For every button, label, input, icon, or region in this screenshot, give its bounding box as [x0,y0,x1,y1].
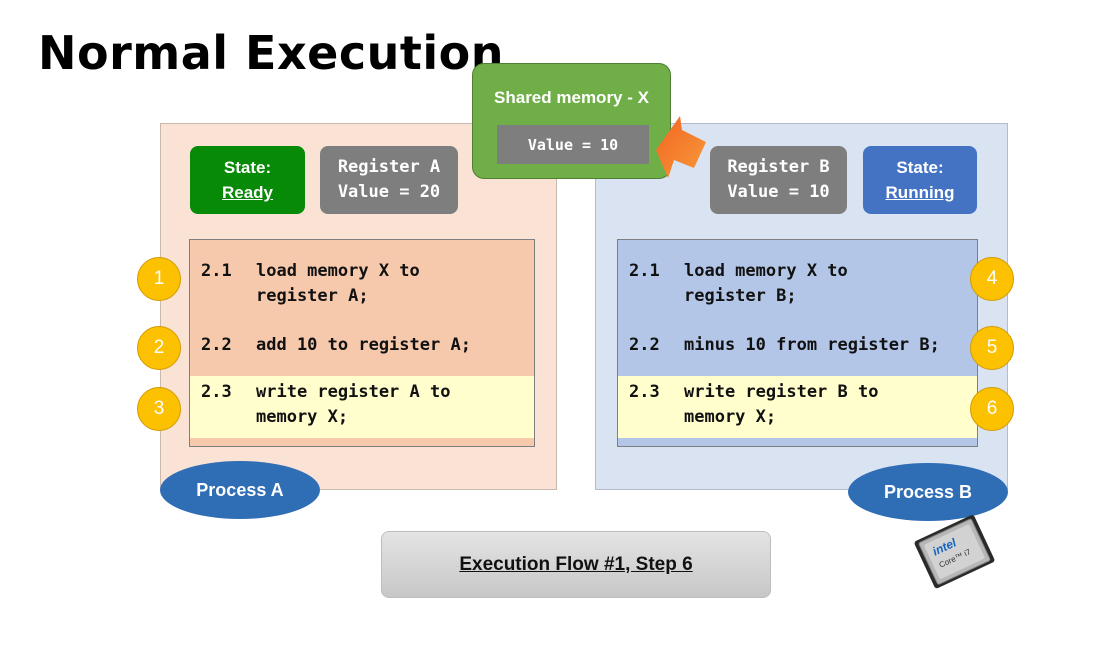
step-circle-2: 2 [137,326,181,370]
process-a-state-badge: State: Ready [190,146,305,214]
step-circle-1: 1 [137,257,181,301]
process-b-state-badge: State: Running [863,146,977,214]
register-b-value: Value = 10 [727,182,830,202]
code-line: register B; [684,286,797,306]
step-circle-4: 4 [970,257,1014,301]
process-b-state-label: State: [896,158,944,177]
register-a-box: Register A Value = 20 [320,146,458,214]
execution-flow-label: Execution Flow #1, Step 6 [381,531,771,598]
step-circle-3: 3 [137,387,181,431]
register-b-name: Register B [727,157,830,177]
code-line: register A; [256,286,369,306]
code-line: memory X; [684,407,777,427]
cpu-chip-icon: intel Core™ i7 [906,512,1002,594]
process-a-label: Process A [160,461,320,519]
write-arrow-icon [656,116,706,178]
current-step-highlight [618,376,977,438]
code-line: memory X; [256,407,349,427]
process-b-state-value: Running [885,183,955,202]
shared-memory-title: Shared memory - X [494,88,649,107]
current-step-highlight [190,376,534,438]
process-b-label: Process B [848,463,1008,521]
step-circle-5: 5 [970,326,1014,370]
register-a-name: Register A [337,157,441,177]
process-a-state-label: State: [223,158,272,177]
page-title: Normal Execution [38,26,504,80]
shared-memory-box: Shared memory - X Value = 10 [472,63,671,179]
register-b-box: Register B Value = 10 [710,146,847,214]
shared-memory-value: Value = 10 [497,125,649,164]
step-circle-6: 6 [970,387,1014,431]
register-a-value: Value = 20 [337,182,441,202]
process-a-state-value: Ready [221,183,274,202]
